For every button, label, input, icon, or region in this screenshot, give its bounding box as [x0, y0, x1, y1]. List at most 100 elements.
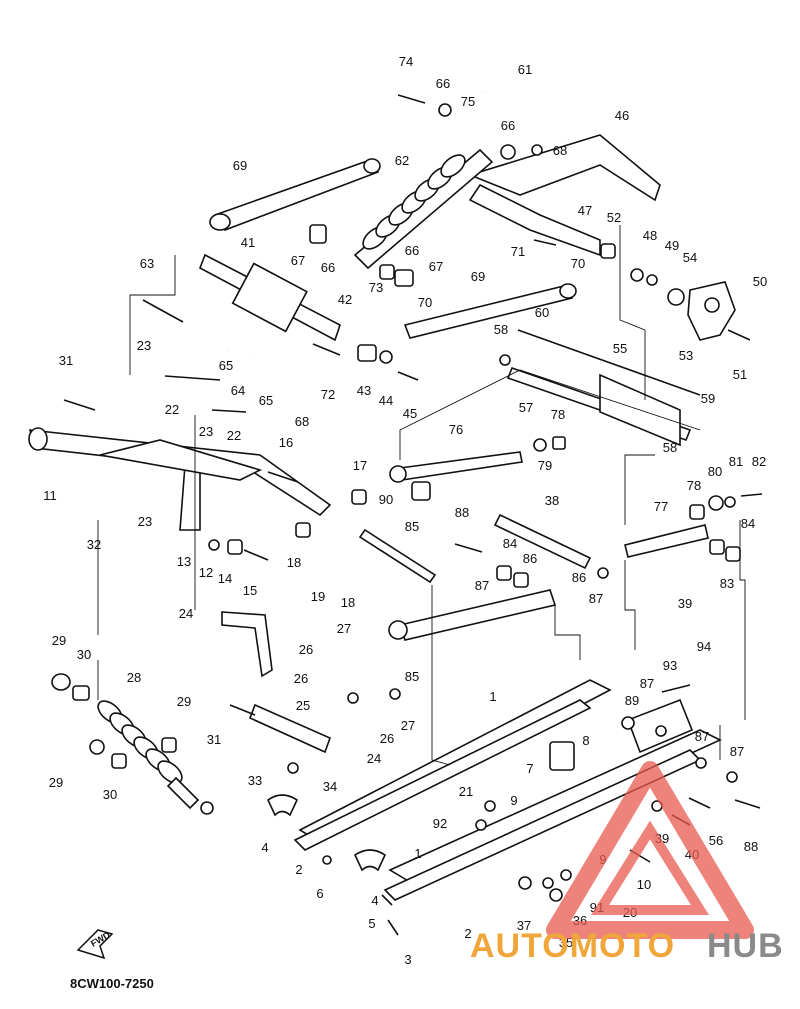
callout-75: 75 — [461, 94, 475, 109]
watermark: AUTOMOTO HUB — [470, 761, 784, 965]
callout-88: 88 — [744, 839, 758, 854]
callout-58: 58 — [663, 440, 677, 455]
callout-85: 85 — [405, 519, 419, 534]
callout-69: 69 — [471, 269, 485, 284]
callout-21: 21 — [459, 784, 473, 799]
callout-72: 72 — [321, 387, 335, 402]
callout-58: 58 — [494, 322, 508, 337]
callout-13: 13 — [177, 554, 191, 569]
callout-9: 9 — [510, 793, 517, 808]
callout-27: 27 — [401, 718, 415, 733]
callout-4: 4 — [261, 840, 268, 855]
callout-70: 70 — [418, 295, 432, 310]
callout-19: 19 — [311, 589, 325, 604]
callout-87: 87 — [589, 591, 603, 606]
callout-18: 18 — [287, 555, 301, 570]
callout-87: 87 — [640, 676, 654, 691]
callout-28: 28 — [127, 670, 141, 685]
callout-77: 77 — [654, 499, 668, 514]
callout-90: 90 — [379, 492, 393, 507]
callout-26: 26 — [294, 671, 308, 686]
callout-60: 60 — [535, 305, 549, 320]
callout-42: 42 — [338, 292, 352, 307]
callout-59: 59 — [701, 391, 715, 406]
callout-76: 76 — [449, 422, 463, 437]
callout-31: 31 — [59, 353, 73, 368]
callout-81: 81 — [729, 454, 743, 469]
callout-30: 30 — [103, 787, 117, 802]
callout-47: 47 — [578, 203, 592, 218]
callout-33: 33 — [248, 773, 262, 788]
shock-spring-62 — [362, 154, 466, 250]
callout-23: 23 — [138, 514, 152, 529]
callout-16: 16 — [279, 435, 293, 450]
callout-86: 86 — [572, 570, 586, 585]
callout-26: 26 — [380, 731, 394, 746]
callout-57: 57 — [519, 400, 533, 415]
callout-45: 45 — [403, 406, 417, 421]
callout-27: 27 — [337, 621, 351, 636]
callout-18: 18 — [341, 595, 355, 610]
callout-92: 92 — [433, 816, 447, 831]
callout-10: 10 — [637, 877, 651, 892]
callout-78: 78 — [551, 407, 565, 422]
forward-arrow-icon: FWD — [76, 929, 114, 960]
reference-code: 8CW100-7250 — [70, 976, 154, 991]
callout-50: 50 — [753, 274, 767, 289]
callout-1: 1 — [414, 846, 421, 861]
callout-25: 25 — [296, 698, 310, 713]
callout-46: 46 — [615, 108, 629, 123]
callout-37: 37 — [517, 918, 531, 933]
callout-2: 2 — [295, 862, 302, 877]
callout-39: 39 — [678, 596, 692, 611]
callout-74: 74 — [399, 54, 413, 69]
callout-55: 55 — [613, 341, 627, 356]
callout-68: 68 — [295, 414, 309, 429]
callout-80: 80 — [708, 464, 722, 479]
callout-17: 17 — [353, 458, 367, 473]
callout-30: 30 — [77, 647, 91, 662]
diagram-artwork — [28, 90, 763, 936]
callout-5: 5 — [368, 916, 375, 931]
callout-73: 73 — [369, 280, 383, 295]
callout-56: 56 — [709, 833, 723, 848]
callout-86: 86 — [523, 551, 537, 566]
callout-2: 2 — [464, 926, 471, 941]
callout-79: 79 — [538, 458, 552, 473]
callout-94: 94 — [697, 639, 711, 654]
callout-29: 29 — [177, 694, 191, 709]
callout-24: 24 — [179, 606, 193, 621]
callout-66: 66 — [501, 118, 515, 133]
watermark-auto: AUTOMOTO — [470, 927, 675, 965]
callout-7: 7 — [526, 761, 533, 776]
callout-1: 1 — [489, 689, 496, 704]
callout-65: 65 — [219, 358, 233, 373]
callout-41: 41 — [241, 235, 255, 250]
callout-48: 48 — [643, 228, 657, 243]
callout-12: 12 — [199, 565, 213, 580]
callout-83: 83 — [720, 576, 734, 591]
callout-70: 70 — [571, 256, 585, 271]
callout-64: 64 — [231, 383, 245, 398]
callout-82: 82 — [752, 454, 766, 469]
callout-53: 53 — [679, 348, 693, 363]
callout-85: 85 — [405, 669, 419, 684]
watermark-hub: HUB — [707, 927, 784, 965]
callout-71: 71 — [511, 244, 525, 259]
callout-63: 63 — [140, 256, 154, 271]
callout-26: 26 — [299, 642, 313, 657]
callout-31: 31 — [207, 732, 221, 747]
callout-66: 66 — [321, 260, 335, 275]
callout-67: 67 — [291, 253, 305, 268]
callout-38: 38 — [545, 493, 559, 508]
callout-49: 49 — [665, 238, 679, 253]
callout-51: 51 — [733, 367, 747, 382]
callout-43: 43 — [357, 383, 371, 398]
callout-4: 4 — [371, 893, 378, 908]
callout-23: 23 — [137, 338, 151, 353]
callout-68: 68 — [553, 143, 567, 158]
callout-22: 22 — [227, 428, 241, 443]
watermark-triangle-logo — [546, 761, 754, 939]
